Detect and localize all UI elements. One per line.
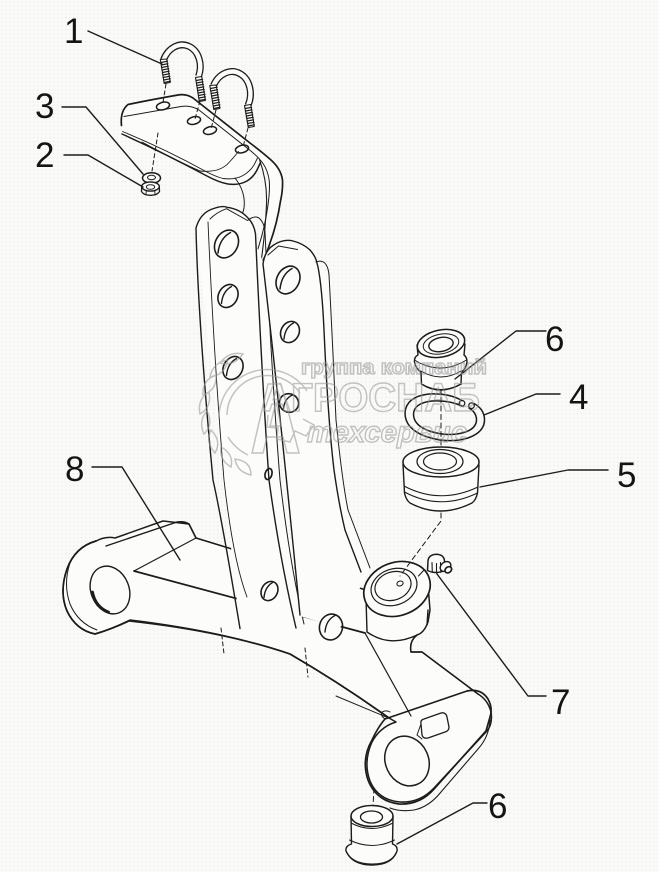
svg-text:5: 5 [617,456,636,495]
svg-text:техсервис: техсервис [307,416,467,449]
svg-text:3: 3 [35,87,54,126]
svg-text:АГРОСНАБ: АГРОСНАБ [263,376,480,420]
svg-text:группа компаний: группа компаний [301,357,487,379]
svg-text:1: 1 [64,12,83,51]
svg-text:2: 2 [35,136,54,175]
svg-text:8: 8 [65,450,84,489]
svg-text:6: 6 [545,320,564,359]
svg-text:6: 6 [488,787,507,826]
svg-text:7: 7 [551,683,570,722]
svg-text:4: 4 [569,378,588,417]
